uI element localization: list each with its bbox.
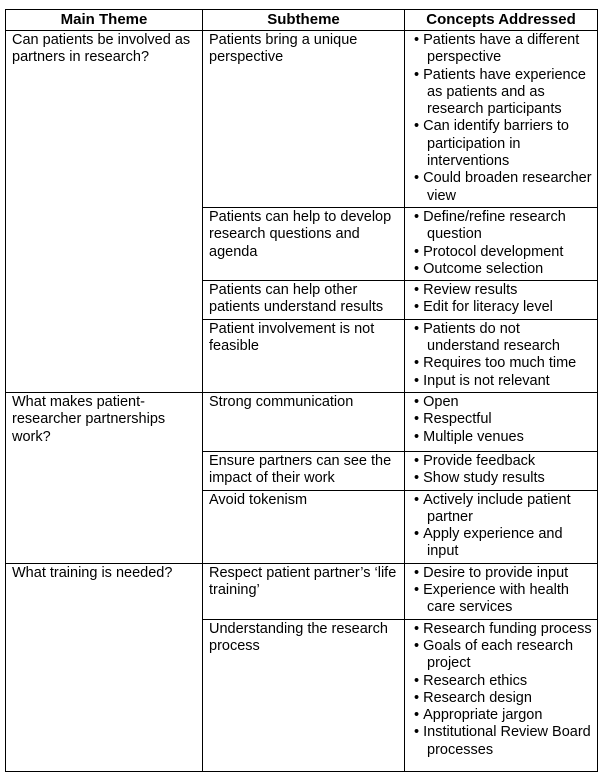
concepts-list: Desire to provide inputExperience with h… [411,565,593,617]
subtheme-cell: Patients can help other patients underst… [202,280,405,320]
concept-item: Multiple venues [414,429,593,446]
subtheme-cell: Respect patient partner’s ‘life training… [202,562,405,620]
table-row: What training is needed?Respect patient … [5,562,598,772]
concept-item: Appropriate jargon [414,707,593,724]
concepts-cell: Research funding processGoals of each re… [404,618,598,772]
col-header-subtheme: Subtheme [202,9,405,31]
concept-item: Provide feedback [414,453,593,470]
concept-item: Show study results [414,470,593,487]
concepts-list: Review resultsEdit for literacy level [411,282,593,317]
concept-item: Open [414,394,593,411]
themes-table: Main Theme Subtheme Concepts Addressed C… [5,9,598,772]
subtheme-cell: Understanding the research process [202,618,405,772]
concept-item: Requires too much time [414,355,593,372]
concept-item: Review results [414,282,593,299]
header-row: Main Theme Subtheme Concepts Addressed [5,9,598,31]
concepts-list: Research funding processGoals of each re… [411,621,593,759]
concept-item: Research funding process [414,621,593,638]
subtheme-cell: Avoid tokenism [202,489,405,564]
col-header-concepts-addressed: Concepts Addressed [404,9,598,31]
table-row: What makes patient-researcher partnershi… [5,391,598,564]
main-theme-cell: What makes patient-researcher partnershi… [5,391,203,564]
concepts-cell: Desire to provide inputExperience with h… [404,562,598,620]
concepts-cell: OpenRespectfulMultiple venues [404,391,598,452]
concept-item: Research design [414,690,593,707]
concepts-list: Actively include patient partnerApply ex… [411,492,593,561]
subtheme-cell: Patient involvement is not feasible [202,318,405,393]
main-theme-cell: Can patients be involved as partners in … [5,30,203,393]
concept-item: Define/refine research question [414,209,593,244]
main-theme-cell: What training is needed? [5,562,203,772]
concept-item: Apply experience and input [414,526,593,561]
table-row: Patients can help to develop research qu… [6,206,598,282]
concept-item: Patients have experience as patients and… [414,67,593,119]
concept-item: Goals of each research project [414,638,593,673]
table-row: Avoid tokenismActively include patient p… [6,489,598,564]
subtheme-cell: Strong communication [202,391,405,452]
concept-item: Desire to provide input [414,565,593,582]
concept-item: Respectful [414,411,593,428]
concepts-cell: Patients do not understand researchRequi… [404,318,598,393]
concepts-list: Patients have a different perspectivePat… [411,32,593,205]
concept-item: Could broaden researcher view [414,170,593,205]
concepts-cell: Provide feedbackShow study results [404,450,598,491]
subtheme-cell: Patients can help to develop research qu… [202,206,405,282]
table-row: Ensure partners can see the impact of th… [6,450,598,491]
table-row: Patient involvement is not feasiblePatie… [6,318,598,393]
concept-item: Outcome selection [414,261,593,278]
concept-item: Institutional Review Board processes [414,724,593,759]
concepts-list: Define/refine research questionProtocol … [411,209,593,278]
concept-item: Protocol development [414,244,593,261]
concepts-list: Patients do not understand researchRequi… [411,321,593,390]
table-row: Understanding the research processResear… [6,618,598,772]
concept-item: Actively include patient partner [414,492,593,527]
concept-item: Input is not relevant [414,373,593,390]
concepts-cell: Patients have a different perspectivePat… [404,30,598,208]
concepts-cell: Define/refine research questionProtocol … [404,206,598,282]
col-header-main-theme: Main Theme [5,9,203,31]
concept-item: Experience with health care services [414,582,593,617]
concepts-list: OpenRespectfulMultiple venues [411,394,593,446]
concept-item: Patients do not understand research [414,321,593,356]
concept-item: Edit for literacy level [414,299,593,316]
concepts-list: Provide feedbackShow study results [411,453,593,488]
subtheme-cell: Patients bring a unique perspective [202,30,405,208]
concepts-cell: Actively include patient partnerApply ex… [404,489,598,564]
table-row: Can patients be involved as partners in … [5,30,598,393]
concept-item: Research ethics [414,673,593,690]
concepts-cell: Review resultsEdit for literacy level [404,280,598,320]
subtheme-cell: Ensure partners can see the impact of th… [202,450,405,491]
concept-item: Patients have a different perspective [414,32,593,67]
concept-item: Can identify barriers to participation i… [414,118,593,170]
